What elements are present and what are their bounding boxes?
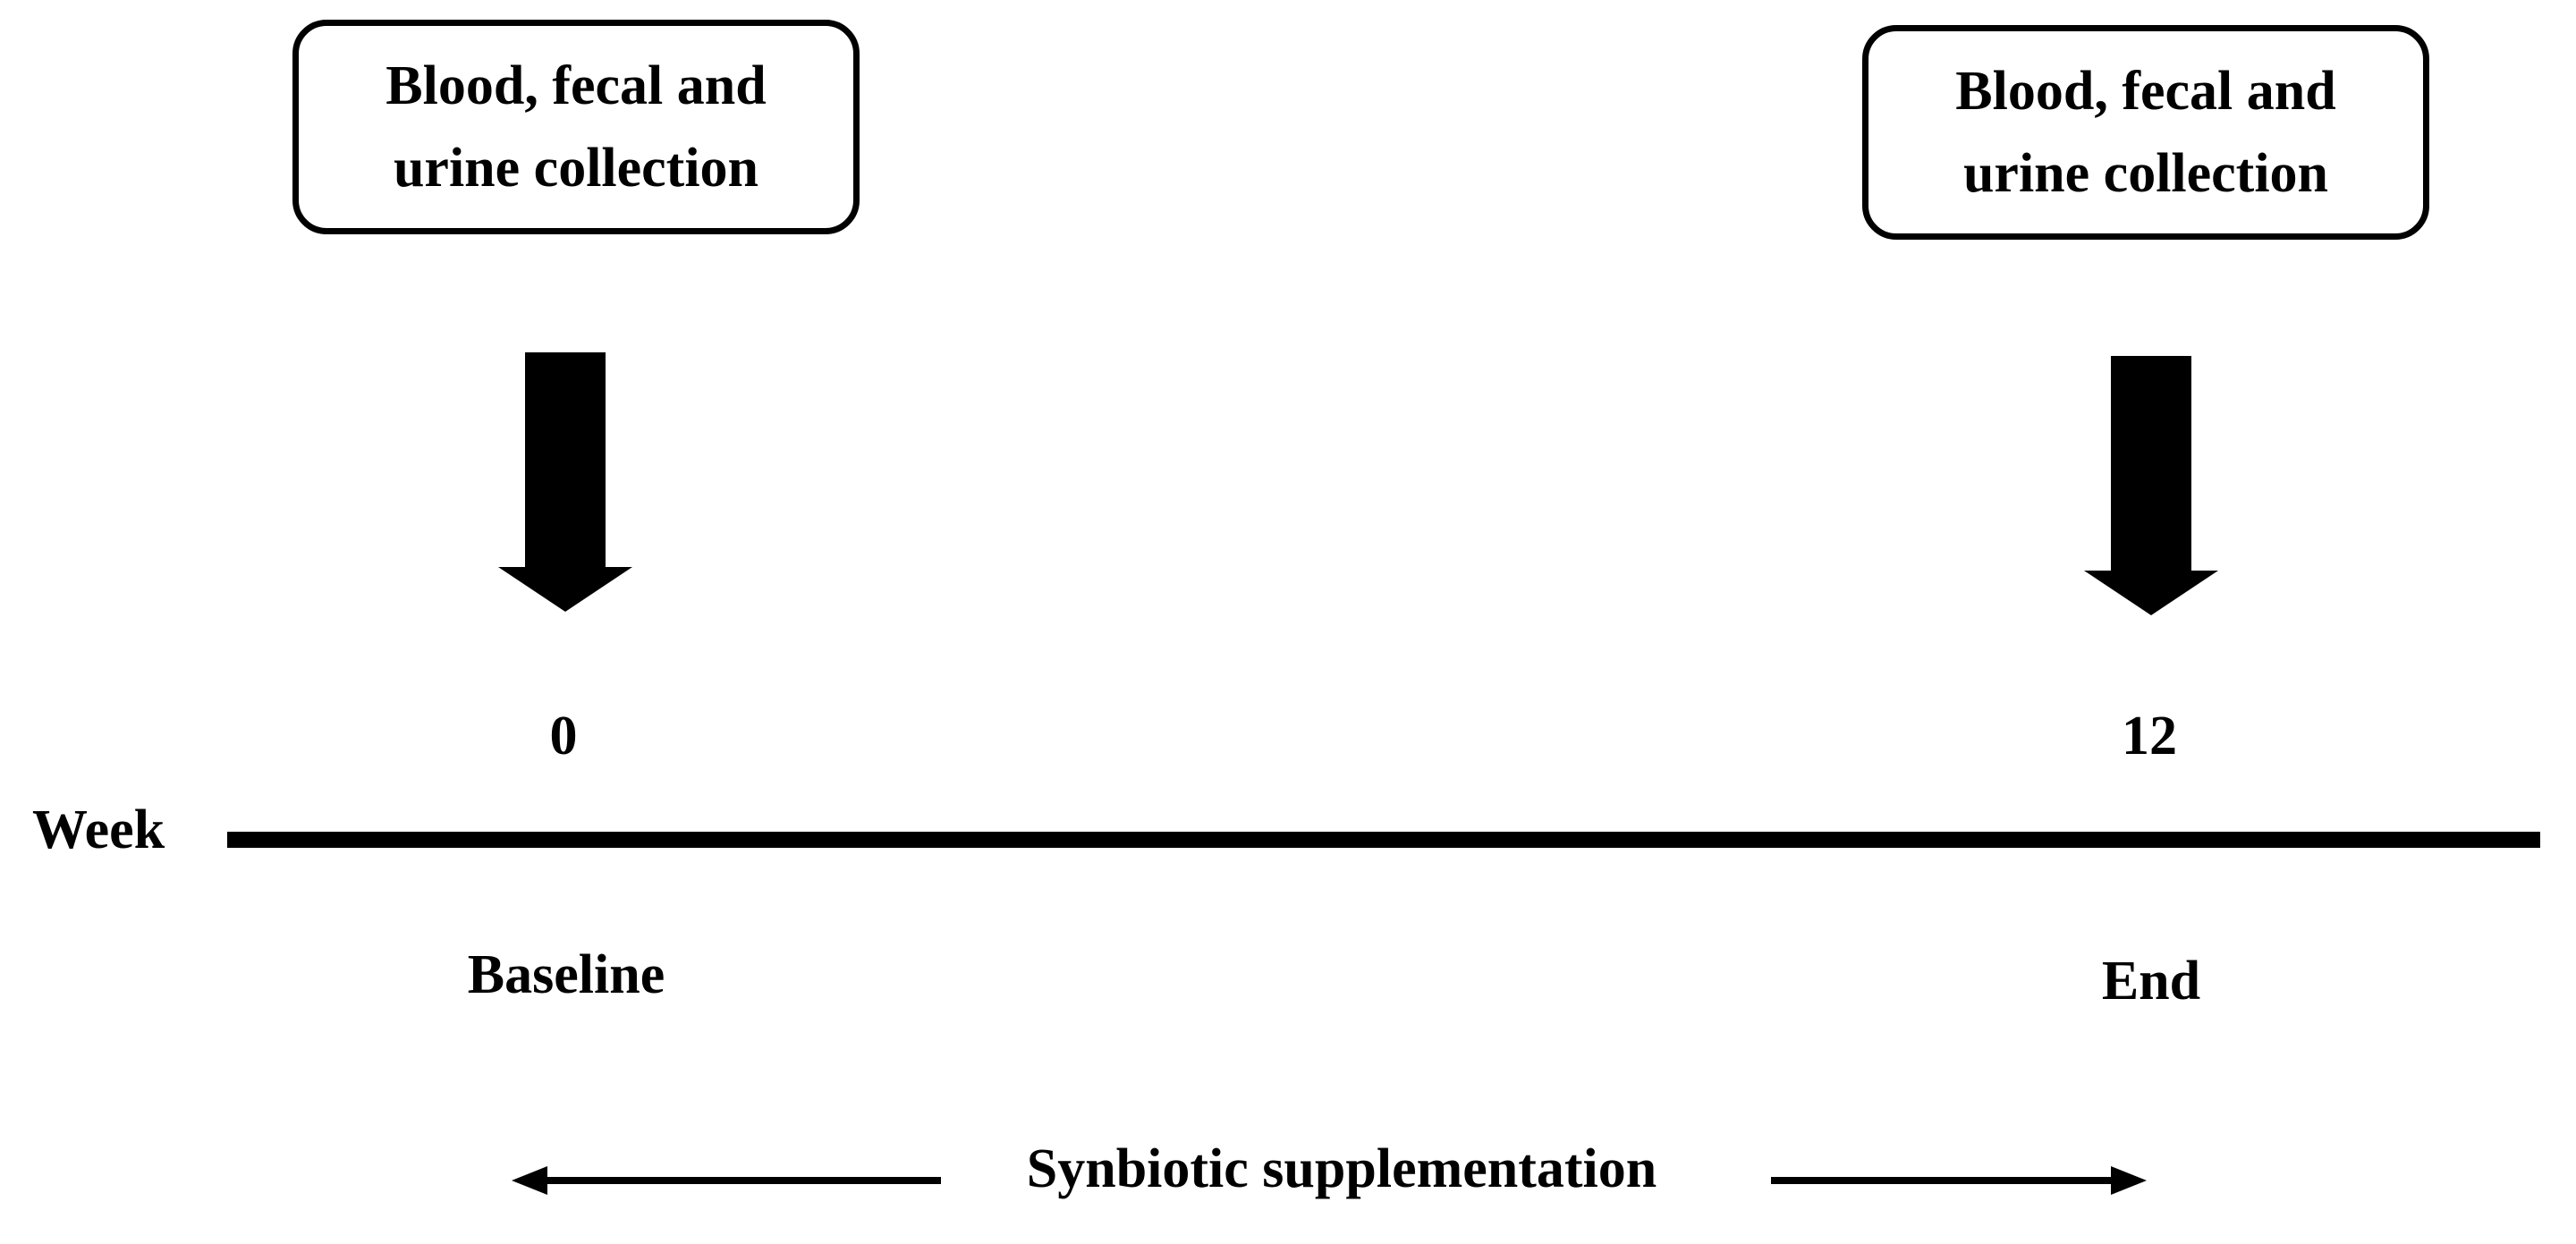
right-arrow-icon [1771, 1166, 2147, 1195]
week-tick-0: 0 [549, 706, 578, 766]
timeline-axis-label: Week [32, 800, 165, 860]
collection-box-end-line2: urine collection [1962, 143, 2329, 204]
collection-box-baseline: Blood, fecal and urine collection [292, 20, 860, 234]
supplementation-label: Synbiotic supplementation [1026, 1138, 1657, 1199]
collection-box-baseline-line2: urine collection [393, 138, 759, 199]
collection-box-end-line1: Blood, fecal and [1955, 61, 2336, 122]
down-arrow-icon-end [2084, 356, 2218, 615]
collection-box-baseline-line1: Blood, fecal and [386, 55, 767, 116]
collection-box-end: Blood, fecal and urine collection [1862, 25, 2429, 240]
week-tick-12: 12 [2122, 706, 2177, 766]
phase-label-end: End [2101, 951, 2201, 1011]
timeline-line [227, 832, 2540, 848]
down-arrow-icon-baseline [498, 352, 632, 612]
phase-label-baseline: Baseline [467, 944, 665, 1005]
left-arrow-icon [512, 1166, 941, 1195]
